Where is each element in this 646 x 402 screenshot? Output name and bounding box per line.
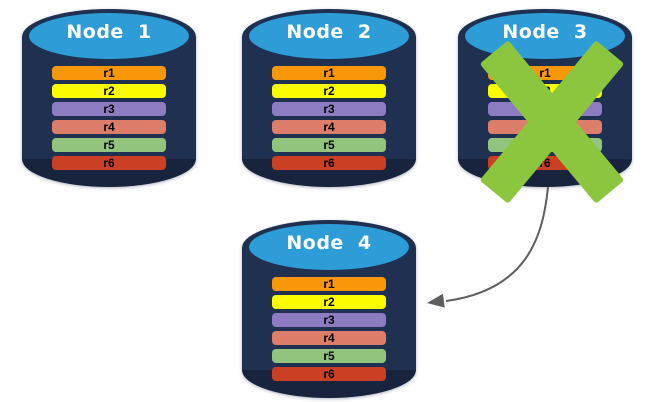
record-label: r6: [323, 156, 335, 170]
record-bar: r4: [52, 120, 166, 134]
record-stack: r1 r2 r3 r4 r5 r6: [52, 66, 166, 174]
record-bar: r6: [52, 156, 166, 170]
record-label: r6: [539, 156, 551, 170]
record-label: r3: [323, 102, 335, 116]
record-label: r4: [323, 331, 335, 345]
record-label: r2: [323, 295, 335, 309]
record-label: r3: [103, 102, 115, 116]
node-2: Node 2 r1 r2 r3 r4 r5 r6: [241, 7, 417, 191]
record-stack: r1 r2 r3 r4 r5 r6: [272, 277, 386, 385]
record-label: r1: [323, 66, 335, 80]
node-title: Node 2: [286, 21, 372, 43]
node-title: Node 3: [502, 21, 588, 43]
record-bar: r4: [272, 331, 386, 345]
record-bar: r2: [272, 84, 386, 98]
node-3: Node 3 r1 r2 r3 r4 r5 r6: [457, 7, 633, 203]
database-cylinder: [22, 9, 196, 187]
record-label: r1: [103, 66, 115, 80]
record-label: r2: [323, 84, 335, 98]
node-title: Node 4: [286, 232, 372, 254]
record-label: r2: [103, 84, 115, 98]
record-bar: r5: [272, 138, 386, 152]
record-bar: r2: [272, 295, 386, 309]
record-bar: r4: [272, 120, 386, 134]
record-bar: r5: [52, 138, 166, 152]
record-bar: r2: [52, 84, 166, 98]
record-stack: r1 r2 r3 r4 r5 r6: [272, 66, 386, 174]
node-1: Node 1 r1 r2 r3 r4 r5 r6: [21, 7, 197, 191]
record-label: r4: [323, 120, 335, 134]
record-label: r5: [323, 138, 335, 152]
node-title: Node 1: [66, 21, 152, 43]
record-bar: r1: [52, 66, 166, 80]
record-label: r5: [323, 349, 335, 363]
record-label: r1: [539, 66, 551, 80]
record-bar: r5: [272, 349, 386, 363]
record-bar: r3: [52, 102, 166, 116]
record-label: r5: [103, 138, 115, 152]
record-label: r3: [323, 313, 335, 327]
database-cylinder: [242, 220, 416, 398]
record-label: r1: [323, 277, 335, 291]
record-label: r6: [323, 367, 335, 381]
record-bar: r6: [272, 367, 386, 381]
node-4: Node 4 r1 r2 r3 r4 r5 r6: [241, 218, 417, 402]
record-bar: r3: [272, 102, 386, 116]
record-bar: r3: [272, 313, 386, 327]
record-bar: r1: [272, 66, 386, 80]
record-label: r6: [103, 156, 115, 170]
record-bar: r1: [272, 277, 386, 291]
record-label: r4: [103, 120, 115, 134]
failure-x-icon: [480, 41, 624, 203]
record-bar: r6: [272, 156, 386, 170]
